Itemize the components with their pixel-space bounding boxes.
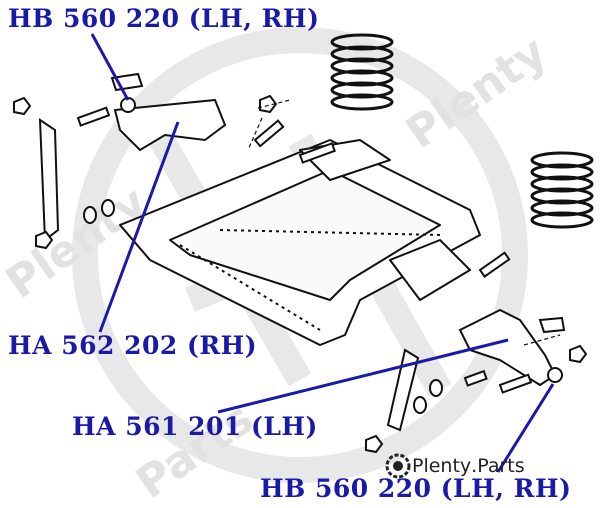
brand-logo: Plenty.Parts [384, 452, 525, 480]
part-label-lh: HA 561 201 (LH) [72, 412, 318, 441]
drawing-leaders [247, 99, 561, 346]
control-arm-top [110, 72, 227, 152]
callout-line-bottom [496, 383, 555, 473]
subframe [119, 139, 481, 346]
brand-suffix: .Parts [471, 455, 525, 477]
coil-spring-upper [330, 33, 394, 111]
callout-line-top [90, 33, 130, 101]
callout-lines [90, 33, 555, 473]
callout-line-lh [217, 338, 509, 414]
part-label-top: HB 560 220 (LH, RH) [8, 4, 320, 33]
control-arm-bottom [458, 308, 566, 387]
part-label-bottom: HB 560 220 (LH, RH) [260, 474, 572, 503]
callout-line-rh [98, 121, 180, 333]
part-label-rh: HA 562 202 (RH) [8, 331, 258, 360]
stabilizer-links [38, 118, 420, 432]
fasteners [13, 94, 588, 454]
coil-spring-lower [530, 151, 594, 229]
gear-logo-icon [385, 453, 411, 479]
brand-name: Plenty [412, 455, 472, 477]
